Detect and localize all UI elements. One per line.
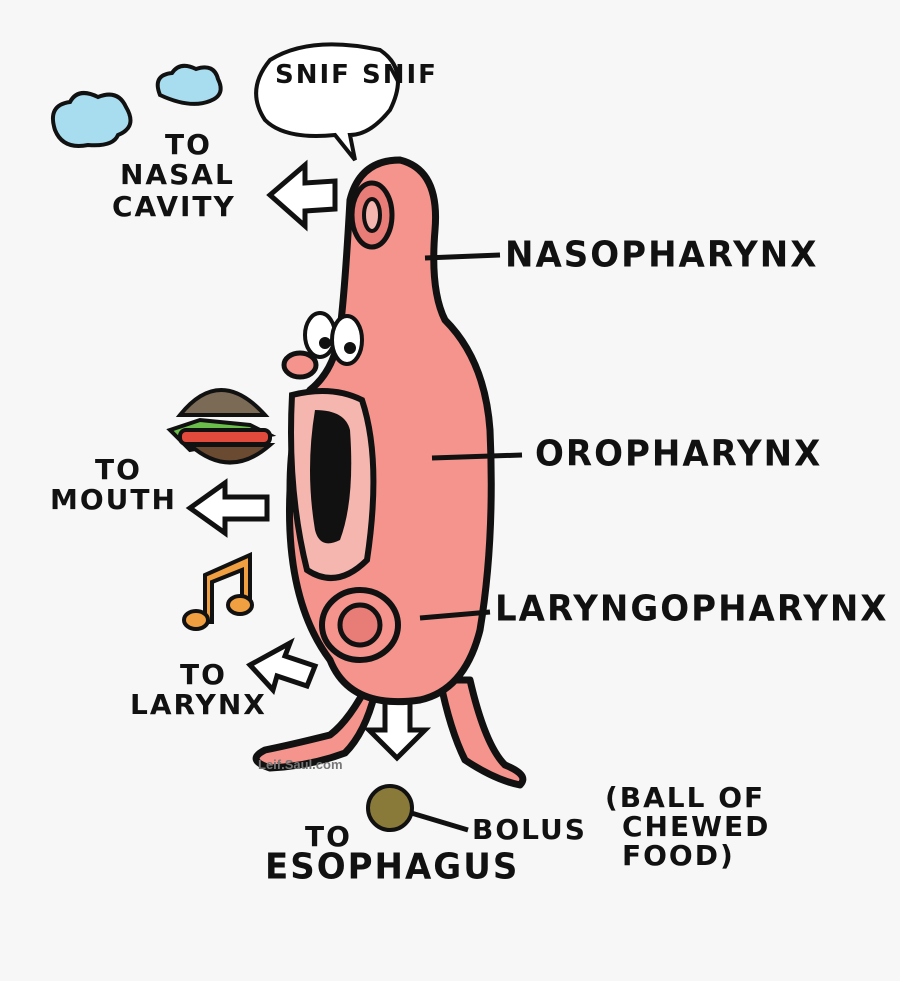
to-larynx-label-1: TO [180,658,227,691]
arrow-left-icon [266,159,338,232]
to-nasal-label-1: TO [165,128,212,161]
legs [252,676,527,789]
bolus-note-3: FOOD) [622,839,735,872]
larynx-opening-inner [337,602,383,648]
eyes [303,311,364,366]
music-note-icon [182,551,254,631]
bolus-ball [366,784,414,832]
bolus-note-2: CHEWED [622,810,771,843]
to-mouth-label-2: MOUTH [50,483,177,516]
oropharynx-label: OROPHARYNX [535,432,823,475]
nasopharynx-label: NASOPHARYNX [505,233,819,276]
speech-bubble [254,42,400,162]
speech-bubble-text: SNIF SNIF [275,60,438,90]
cloud-icon [50,63,223,148]
to-nasal-label-2: NASAL [120,158,235,191]
mouth-inner [310,410,352,544]
burger-icon [166,388,277,465]
nasal-opening-inner [362,197,382,233]
bolus-label: BOLUS [472,813,587,846]
arrow-down-icon [362,697,432,762]
to-esophagus-label-1: TO [305,820,352,853]
leader-lines [407,252,523,833]
to-mouth-label-1: TO [95,453,142,486]
nose [281,350,319,380]
laryngopharynx-label: LARYNGOPHARYNX [495,587,889,630]
arrow-left-icon [185,478,270,538]
to-nasal-label-3: CAVITY [112,190,236,223]
to-esophagus-label-2: ESOPHAGUS [265,845,520,888]
to-larynx-label-2: LARYNX [130,688,267,721]
bolus-note-1: (BALL OF [605,781,766,814]
arrow-down-left-icon [246,637,319,695]
watermark: Leif.Saul.com [258,757,343,772]
